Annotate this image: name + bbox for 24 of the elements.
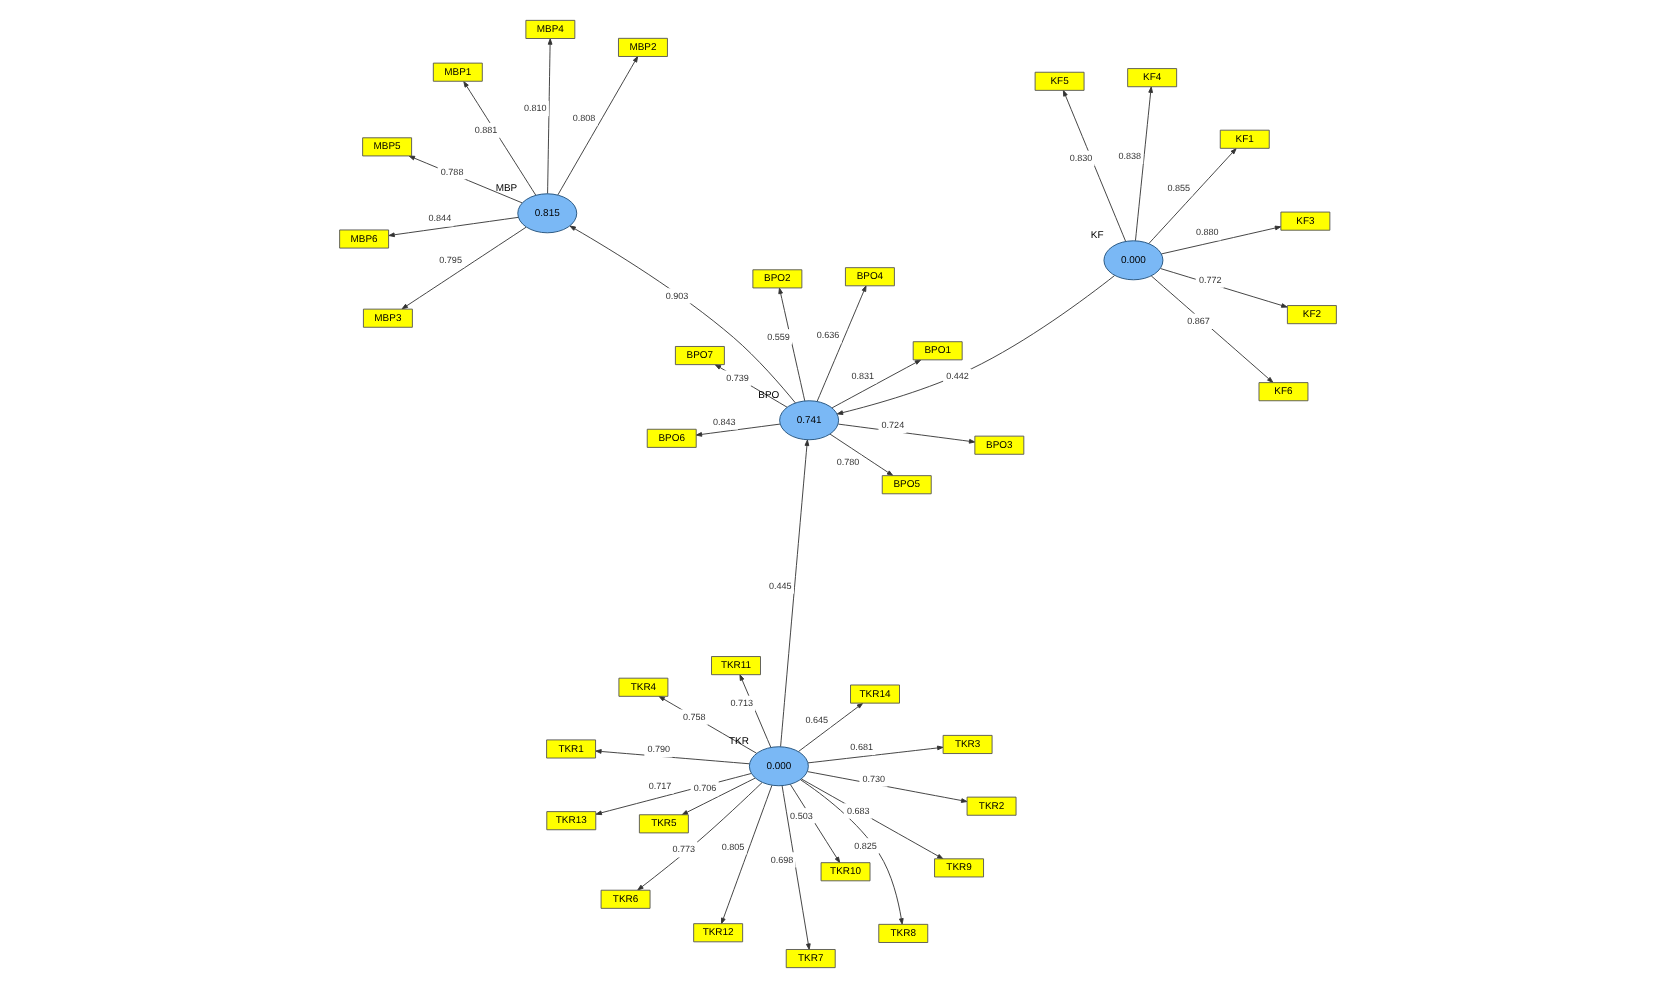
arrow	[806, 745, 943, 764]
arrow	[407, 155, 522, 204]
arrow	[387, 216, 518, 238]
arrow	[780, 785, 810, 950]
arrow	[713, 364, 787, 408]
arrow	[1134, 86, 1152, 242]
arrow	[815, 285, 866, 402]
arrow	[594, 749, 749, 765]
arrow	[546, 38, 552, 195]
arrow	[462, 81, 536, 196]
arrow	[694, 423, 780, 437]
arrow	[779, 439, 809, 748]
arrow	[1149, 275, 1273, 383]
arrow	[720, 784, 772, 925]
arrow	[556, 56, 638, 196]
arrow	[835, 275, 1114, 415]
arrow	[738, 674, 771, 748]
arrow	[594, 773, 751, 816]
arrow	[836, 423, 975, 444]
arrow	[400, 226, 526, 310]
arrow	[788, 783, 840, 864]
arrow	[799, 779, 903, 925]
arrow	[799, 778, 943, 860]
arrow	[777, 287, 805, 402]
